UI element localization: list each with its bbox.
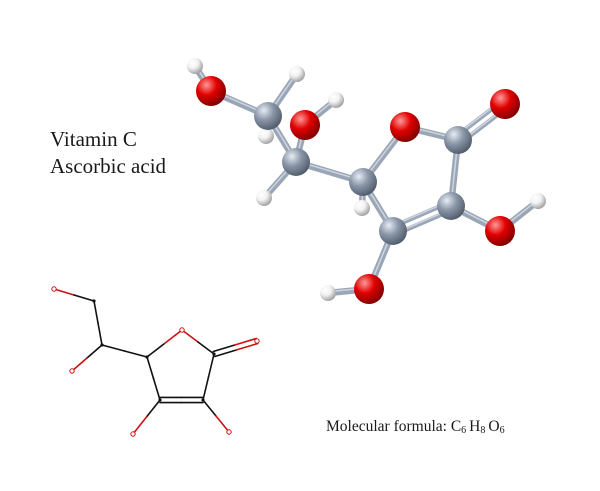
- model-atom-o4: [490, 89, 520, 119]
- formula-o-symbol: O: [488, 418, 500, 435]
- skeletal-atom-of: [226, 429, 232, 435]
- model-atom-c6: [379, 217, 407, 245]
- formula-label: Molecular formula:: [326, 418, 447, 435]
- model-atom-h6: [354, 200, 370, 216]
- skeletal-atom-oe: [130, 431, 136, 437]
- model-atom-o3: [390, 112, 420, 142]
- model-atom-c3: [349, 168, 377, 196]
- skeletal-atoms: [51, 286, 260, 437]
- skeletal-bond-cd-od: [233, 337, 258, 346]
- model-atom-h2: [289, 66, 305, 82]
- title-vitamin: Vitamin C: [50, 127, 137, 151]
- model-atom-h8: [320, 285, 336, 301]
- skeletal-bond-ca-cb: [97, 322, 103, 346]
- model-atom-o1: [196, 76, 226, 106]
- skeletal-bonds: [53, 288, 259, 435]
- skeletal-bond-cd-cf: [202, 376, 210, 401]
- model-atom-h3: [258, 128, 274, 144]
- formula-o-count: 6: [499, 425, 505, 436]
- skeletal-atom-ce: [158, 398, 162, 402]
- skeletal-atom-cb: [100, 343, 104, 347]
- skeletal-bond-cb-ob: [86, 344, 103, 359]
- skeletal-atom-od: [254, 338, 260, 344]
- skeletal-bond-ce-cc: [152, 377, 161, 401]
- model-atom-h7: [530, 193, 546, 209]
- skeletal-bond-cb-cc: [123, 350, 148, 358]
- skeletal-atom-ca: [92, 299, 96, 303]
- formula-h-count: 8: [480, 425, 486, 436]
- model-atoms: [187, 58, 546, 304]
- skeletal-bond-cd-od: [212, 344, 236, 353]
- skeletal-bond-cc-oc: [163, 329, 183, 345]
- model-atom-c1: [254, 102, 282, 130]
- skeletal-bond-cc-oc: [146, 342, 166, 358]
- model-atom-o6: [354, 274, 384, 304]
- skeletal-bond-oa-ca: [53, 288, 75, 296]
- skeletal-atom-oa: [51, 286, 57, 292]
- skeletal-atom-cc: [145, 355, 149, 359]
- formula-h-symbol: H: [469, 418, 481, 435]
- model-atom-h5: [256, 190, 272, 206]
- formula-c-count: 6: [461, 425, 467, 436]
- skeletal-bond-oc-cd: [197, 341, 215, 355]
- formula-c-symbol: C: [450, 418, 462, 435]
- skeletal-bond-cf-of: [202, 399, 217, 417]
- skeletal-bond-ce-oe: [145, 399, 161, 418]
- skeletal-bond-cd-od: [235, 342, 259, 351]
- skeletal-bond-ca-cb: [93, 300, 99, 324]
- skeletal-atom-oc: [179, 327, 185, 333]
- model-atom-o2: [290, 110, 320, 140]
- model-atom-o5: [485, 216, 515, 246]
- model-atom-c2: [282, 148, 310, 176]
- skeletal-bond-ce-cc: [146, 356, 155, 380]
- skeletal-bond-oc-cd: [181, 329, 199, 343]
- model-atom-h1: [187, 58, 203, 74]
- skeletal-bond-cd-cf: [207, 353, 215, 378]
- title-block: Vitamin C Ascorbic acid: [50, 126, 166, 180]
- model-atom-h4: [328, 92, 344, 108]
- skeletal-bond-cd-od: [213, 349, 238, 358]
- skeletal-bond-ce-oe: [132, 416, 148, 435]
- skeletal-bond-cf-of: [215, 415, 230, 433]
- model-atom-c5: [437, 192, 465, 220]
- skeletal-atom-cf: [201, 398, 205, 402]
- skeletal-bond-cb-ob: [71, 357, 88, 372]
- model-atom-c4: [444, 126, 472, 154]
- skeletal-atom-ob: [69, 368, 75, 374]
- skeletal-bond-oa-ca: [73, 294, 95, 302]
- skeletal-bond-cb-cc: [101, 344, 126, 352]
- skeletal-atom-cd: [212, 352, 216, 356]
- title-ascorbic: Ascorbic acid: [50, 154, 167, 178]
